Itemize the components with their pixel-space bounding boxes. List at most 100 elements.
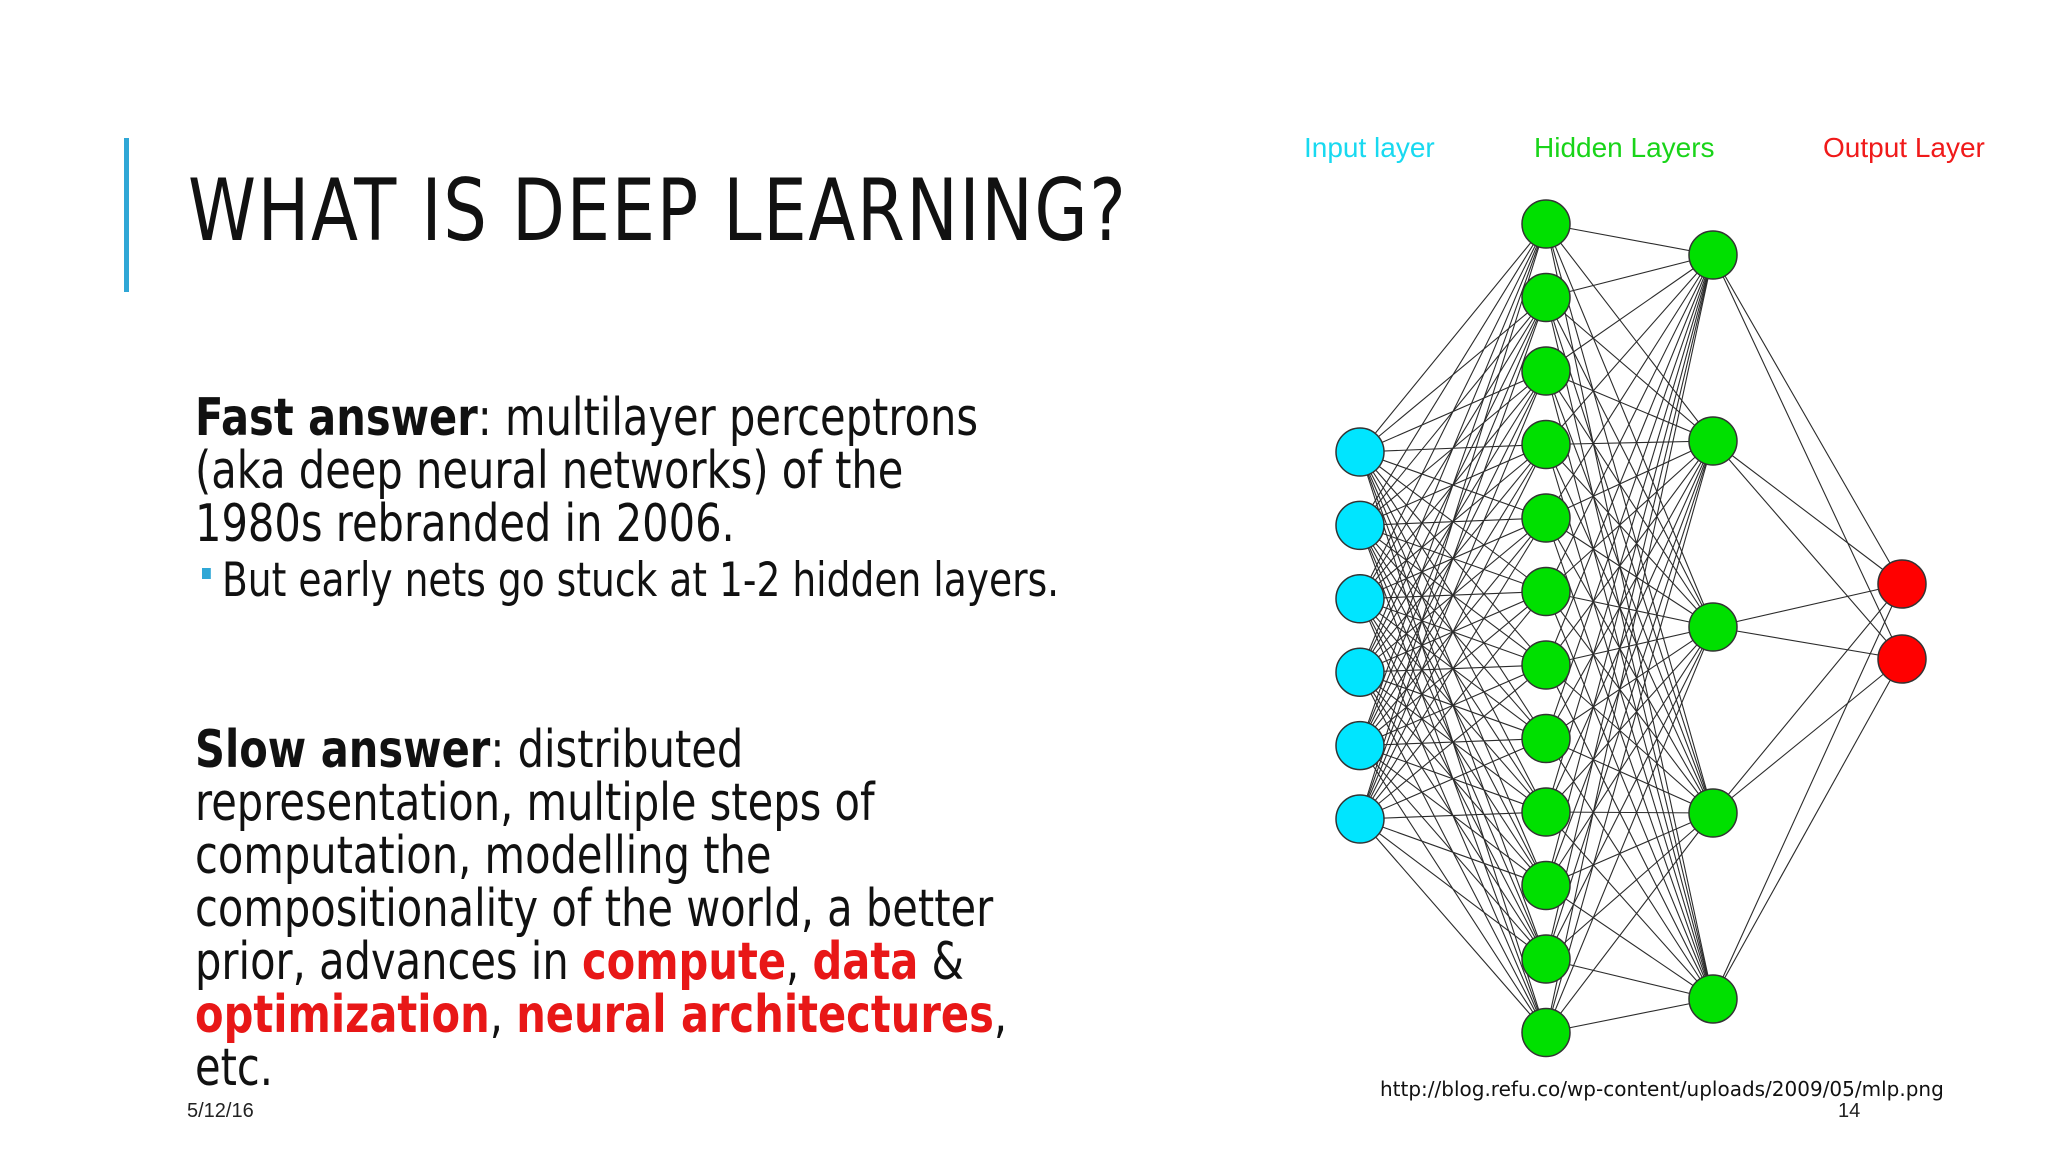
- connection-line: [1545, 444, 1714, 814]
- connection-line: [1545, 626, 1714, 1033]
- hidden1-node: [1521, 272, 1571, 323]
- connection-line: [1545, 254, 1714, 445]
- input-node: [1335, 574, 1385, 624]
- connection-line: [1359, 223, 1547, 746]
- connection-line: [1359, 223, 1547, 600]
- connection-line: [1545, 440, 1714, 1033]
- hidden1-node: [1521, 640, 1571, 690]
- connection-line: [1545, 223, 1714, 442]
- connection-line: [1545, 370, 1714, 442]
- connection-line: [1545, 440, 1714, 519]
- connection-line: [1545, 517, 1714, 814]
- highlight-compute: compute: [581, 932, 787, 992]
- slow-answer-lead: Slow answer: [195, 720, 491, 780]
- title-accent-bar: [124, 138, 129, 292]
- connection-line: [1359, 517, 1547, 820]
- connection-line: [1545, 738, 1714, 1000]
- connection-line: [1712, 254, 1903, 660]
- connection-line: [1545, 254, 1714, 666]
- connection-line: [1545, 254, 1714, 299]
- connection-line: [1712, 440, 1903, 585]
- connection-line: [1545, 737, 1714, 814]
- connection-line: [1545, 297, 1714, 628]
- connection-line: [1359, 223, 1547, 453]
- connection-line: [1545, 254, 1714, 1033]
- connection-line: [1545, 626, 1714, 813]
- source-url[interactable]: http://blog.refu.co/wp-content/uploads/2…: [1380, 1077, 1944, 1101]
- connection-line: [1545, 812, 1714, 887]
- connection-line: [1359, 223, 1547, 820]
- fast-answer-lead: Fast answer: [195, 388, 478, 448]
- slow-answer-paragraph: Slow answer: distributed representation,…: [195, 724, 1035, 1095]
- hidden2-node: [1688, 230, 1738, 280]
- connection-line: [1545, 444, 1714, 1000]
- connection-line: [1545, 517, 1714, 1000]
- connection-line: [1545, 440, 1714, 886]
- connection-line: [1545, 440, 1714, 739]
- connection-line: [1545, 444, 1714, 628]
- connection-line: [1545, 254, 1714, 886]
- connection-line: [1359, 664, 1547, 820]
- input-layer-label: Input layer: [1304, 132, 1435, 163]
- input-node: [1335, 647, 1385, 697]
- bullet-text: But early nets go stuck at 1-2 hidden la…: [222, 553, 1060, 608]
- connections: [1359, 223, 1903, 1034]
- output-node: [1877, 634, 1927, 684]
- connection-line: [1712, 583, 1903, 628]
- connection-line: [1545, 664, 1714, 1000]
- input-node: [1335, 794, 1385, 844]
- hidden1-node: [1521, 566, 1571, 617]
- output-layer-label: Output Layer: [1823, 132, 1985, 163]
- highlight-data: data: [812, 932, 919, 992]
- connection-line: [1545, 440, 1714, 813]
- connection-line: [1359, 811, 1547, 820]
- bullet-item: But early nets go stuck at 1-2 hidden la…: [202, 554, 1059, 608]
- footer-date: 5/12/16: [187, 1100, 254, 1122]
- connection-line: [1545, 254, 1714, 592]
- connection-line: [1545, 958, 1714, 1000]
- connection-line: [1359, 370, 1547, 820]
- hidden1-node: [1521, 787, 1571, 837]
- network-graph: [1335, 199, 1927, 1058]
- page-number: 14: [1838, 1100, 1861, 1122]
- highlight-optimization: optimization: [195, 985, 490, 1045]
- hidden1-node: [1521, 493, 1571, 543]
- connection-line: [1545, 223, 1714, 256]
- separator: ,: [489, 985, 517, 1045]
- connection-line: [1712, 583, 1903, 814]
- separator: &: [918, 932, 964, 992]
- connection-line: [1712, 626, 1903, 660]
- connection-line: [1545, 254, 1714, 960]
- connection-line: [1545, 811, 1714, 814]
- highlight-neural-architectures: neural architectures: [516, 985, 994, 1045]
- hidden2-node: [1688, 788, 1738, 838]
- input-node: [1335, 500, 1385, 551]
- input-node: [1335, 720, 1385, 771]
- connection-line: [1545, 254, 1714, 519]
- connection-line: [1545, 254, 1714, 813]
- mlp-diagram: Input layer Hidden Layers Output Layer: [1270, 120, 2030, 1080]
- connection-line: [1712, 440, 1903, 660]
- input-node: [1335, 427, 1385, 477]
- connection-line: [1545, 440, 1714, 592]
- connection-line: [1712, 583, 1903, 1000]
- connection-line: [1545, 223, 1714, 628]
- connection-line: [1545, 370, 1714, 814]
- slow-answer-ending: , etc.: [195, 985, 1008, 1098]
- connection-line: [1359, 818, 1547, 887]
- connection-line: [1545, 440, 1714, 446]
- hidden2-node: [1688, 602, 1738, 652]
- hidden1-node: [1521, 1007, 1571, 1058]
- connection-line: [1359, 818, 1547, 1033]
- connection-line: [1545, 297, 1714, 442]
- hidden-layers-label: Hidden Layers: [1534, 132, 1715, 163]
- fast-answer-paragraph: Fast answer: multilayer perceptrons (aka…: [195, 392, 1035, 551]
- connection-line: [1359, 223, 1547, 526]
- connection-line: [1545, 591, 1714, 814]
- connection-line: [1359, 223, 1547, 673]
- separator: ,: [786, 932, 813, 992]
- connection-line: [1359, 818, 1547, 960]
- hidden1-node: [1521, 419, 1571, 470]
- connection-line: [1712, 658, 1903, 1000]
- connection-line: [1359, 444, 1547, 820]
